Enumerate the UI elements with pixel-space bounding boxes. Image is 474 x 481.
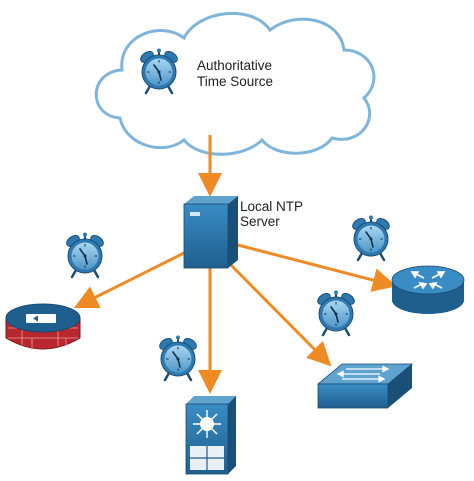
cloud-authoritative-time-source: Authoritative Time Source <box>94 11 376 156</box>
alarm-clock-icon <box>156 334 200 382</box>
arrow-server-to-firewall <box>73 248 191 309</box>
firewall-icon <box>5 303 81 350</box>
multilayer-switch-device <box>156 334 236 475</box>
cloud-label-line2: Time Source <box>197 74 273 89</box>
router-icon <box>391 265 465 314</box>
alarm-clock-icon <box>349 214 393 262</box>
arrow-server-to-router <box>233 242 397 292</box>
switch-device <box>314 289 414 409</box>
server-label-line2: Server <box>240 214 280 229</box>
cloud-shape <box>94 11 376 156</box>
alarm-clock-icon <box>63 231 107 279</box>
cloud-label-line1: Authoritative <box>197 58 272 73</box>
server-tower-icon <box>183 196 238 269</box>
multilayer-switch-icon <box>185 396 236 475</box>
arrow-server-to-switch <box>226 260 332 367</box>
router-device <box>349 214 465 314</box>
firewall-device <box>5 231 107 350</box>
ntp-sync-arrows <box>73 135 397 394</box>
switch-icon <box>316 363 414 409</box>
server-label-line1: Local NTP <box>240 199 303 214</box>
local-ntp-server: Local NTP Server <box>183 196 303 269</box>
alarm-clock-icon <box>314 289 358 337</box>
